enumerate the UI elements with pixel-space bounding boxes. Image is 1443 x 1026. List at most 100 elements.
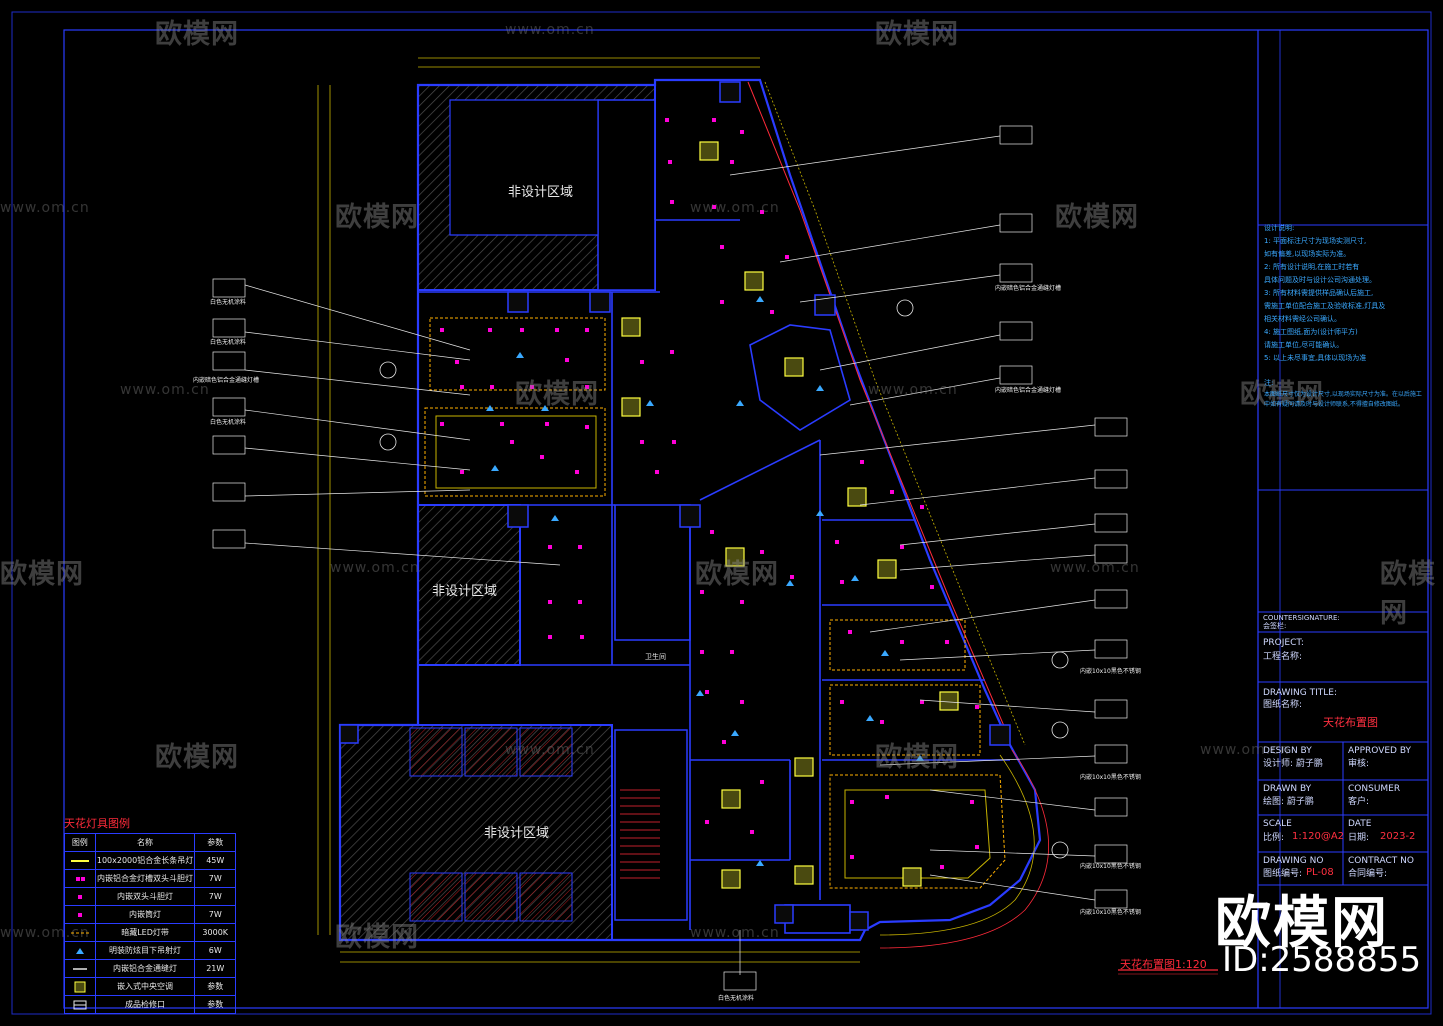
watermark-logo: 欧模网 — [155, 19, 239, 50]
callout-text: 白色无机涂料 — [210, 339, 247, 346]
watermark-url: www.om.cn — [1050, 560, 1140, 576]
legend-symbol-icon — [65, 924, 95, 941]
watermark-logo: 欧模网 — [155, 742, 239, 773]
watermark-url: www.om.cn — [505, 22, 595, 38]
sheet-outer-frame — [11, 11, 1432, 1015]
watermark-logo: 欧模网 — [335, 922, 419, 953]
notes-line: 相关材料需经公司确认。 — [1264, 315, 1341, 323]
legend-symbol-icon — [65, 870, 95, 887]
legend-row: 内嵌筒灯 7W — [65, 905, 235, 923]
watermark-url: www.om.cn — [0, 200, 90, 216]
legend-row: 嵌入式中央空调 参数 — [65, 977, 235, 995]
drawn-by-label: DRAWN BY — [1263, 784, 1312, 794]
drawing-no-label: DRAWING NO — [1263, 856, 1324, 866]
watermark-url: www.om.cn — [868, 382, 958, 398]
watermark-logo: 欧模网 — [1380, 559, 1436, 629]
project-label: PROJECT: — [1263, 638, 1304, 648]
countersign-label: COUNTERSIGNATURE: — [1263, 614, 1340, 622]
watermark-url: www.om.cn — [1200, 742, 1290, 758]
callout-text: 内嵌暗色铝合金通缝灯槽 — [193, 377, 260, 384]
notes-heading: 设计说明: — [1264, 224, 1295, 232]
watermark-url: www.om.cn — [690, 925, 780, 941]
callout-text: 白色无机涂料 — [718, 995, 755, 1002]
watermark-url: www.om.cn — [120, 382, 210, 398]
legend-name: 成品检修口 — [94, 996, 195, 1013]
drawing-title-label-cn: 图纸名称: — [1263, 700, 1303, 710]
notes-line: 1: 平面标注尺寸为现场实测尺寸, — [1264, 237, 1367, 245]
legend-param: 7W — [194, 906, 235, 923]
notes-line: 4: 施工图纸,面为(设计师平方) — [1264, 328, 1358, 336]
legend-param: 7W — [194, 870, 235, 887]
contract-no-label-cn: 合同编号: — [1348, 869, 1388, 879]
callout-text: 内嵌暗色铝合金通缝灯槽 — [995, 387, 1062, 394]
zone-label-non-design: 非设计区域 — [508, 185, 574, 200]
watermark-logo: 欧模网 — [875, 742, 959, 773]
design-by-value: 设计师: 蔚子鹏 — [1263, 759, 1323, 769]
legend-param: 6W — [194, 942, 235, 959]
countersign-label-cn: 会签栏: — [1263, 622, 1287, 630]
notes-line: 具体问题及时与设计公司沟通处理。 — [1264, 276, 1376, 284]
drawing-title-value: 天花布置图 — [1323, 716, 1378, 729]
legend-row: 内嵌双头斗胆灯 7W — [65, 887, 235, 905]
stairwell — [614, 729, 688, 921]
legend-name: 内嵌双头斗胆灯 — [94, 888, 195, 905]
legend-header: 参数 — [194, 834, 235, 851]
callout-text: 内嵌10x10黑色不锈钢 — [1080, 909, 1141, 916]
legend-row: 内嵌铝合金灯槽双头斗胆灯 7W — [65, 869, 235, 887]
legend-param: 参数 — [194, 996, 235, 1013]
legend-name: 内嵌铝合金通缝灯 — [94, 960, 195, 977]
legend-param: 21W — [194, 960, 235, 977]
notes-line: 2: 所有设计说明,在施工时若有 — [1264, 263, 1360, 271]
watermark-logo: 欧模网 — [1240, 379, 1324, 410]
elevator-shafts — [409, 727, 573, 922]
notice-heading: 注: — [1264, 379, 1274, 387]
legend-symbol-icon — [65, 942, 95, 959]
watermark-logo: 欧模网 — [335, 202, 419, 233]
legend-name: 嵌入式中央空调 — [94, 978, 195, 995]
design-notes: 设计说明: 1: 平面标注尺寸为现场实测尺寸, 如有偏差,以现场实际为准。 2:… — [1264, 222, 1424, 410]
legend-title: 天花灯具图例 — [64, 817, 130, 830]
legend-symbol-icon — [65, 978, 95, 995]
watermark-logo: 欧模网 — [1055, 202, 1139, 233]
notes-line: 需施工单位配合施工及验收标准,灯具及 — [1264, 302, 1386, 310]
ceiling-panels — [424, 317, 1006, 889]
watermark-logo: 欧模网 — [515, 379, 599, 410]
legend-header-row: 图例 名称 参数 — [65, 834, 235, 851]
design-by-label: DESIGN BY — [1263, 746, 1312, 756]
project-label-cn: 工程名称: — [1263, 652, 1303, 662]
watermark-url: www.om.cn — [690, 200, 780, 216]
legend-param: 3000K — [194, 924, 235, 941]
callout-text: 白色无机涂料 — [210, 419, 247, 426]
legend-symbol-icon — [65, 996, 95, 1013]
lighting-legend-table: 图例 名称 参数 100x2000铝合金长条吊灯 45W 内嵌铝合金灯槽双头斗胆… — [64, 833, 236, 1014]
downlights — [440, 118, 979, 869]
drawn-by-value: 绘图: 蔚子鹏 — [1263, 797, 1314, 807]
plan-title: 天花布置图1:120 — [1120, 958, 1207, 971]
notes-line: 3: 所有材料需提供样品确认后施工, — [1264, 289, 1374, 297]
callout-text: 内嵌10x10黑色不锈钢 — [1080, 668, 1141, 675]
legend-row: 成品检修口 参数 — [65, 995, 235, 1013]
legend-header: 名称 — [94, 834, 195, 851]
date-label-cn: 日期: — [1348, 833, 1370, 843]
legend-name: 内嵌铝合金灯槽双头斗胆灯 — [94, 870, 195, 887]
drawing-no-value: PL-08 — [1306, 867, 1334, 878]
legend-symbol-icon — [65, 960, 95, 977]
structural-columns — [339, 81, 1011, 931]
callout-text: 白色无机涂料 — [210, 299, 247, 306]
zone-label-non-design: 非设计区域 — [432, 584, 498, 599]
legend-param: 参数 — [194, 978, 235, 995]
ac-units — [621, 141, 959, 889]
date-label: DATE — [1348, 819, 1372, 829]
sheet-inner-frame — [63, 29, 1429, 1009]
notice-text: 本图纸尺寸仅为设计尺寸,以现场实际尺寸为准。在以后施工中如有疑问请及时与设计师联… — [1264, 391, 1422, 408]
callout-text: 内嵌10x10黑色不锈钢 — [1080, 774, 1141, 781]
date-value: 2023-2 — [1380, 831, 1416, 842]
watermark-logo: 欧模网 — [875, 19, 959, 50]
watermark-logo: 欧模网 — [695, 559, 779, 590]
section-markers — [379, 299, 1069, 859]
approved-by-label: APPROVED BY — [1348, 746, 1412, 756]
legend-symbol-icon — [65, 852, 95, 869]
scale-label-cn: 比例: — [1263, 833, 1285, 843]
legend-symbol-icon — [65, 888, 95, 905]
